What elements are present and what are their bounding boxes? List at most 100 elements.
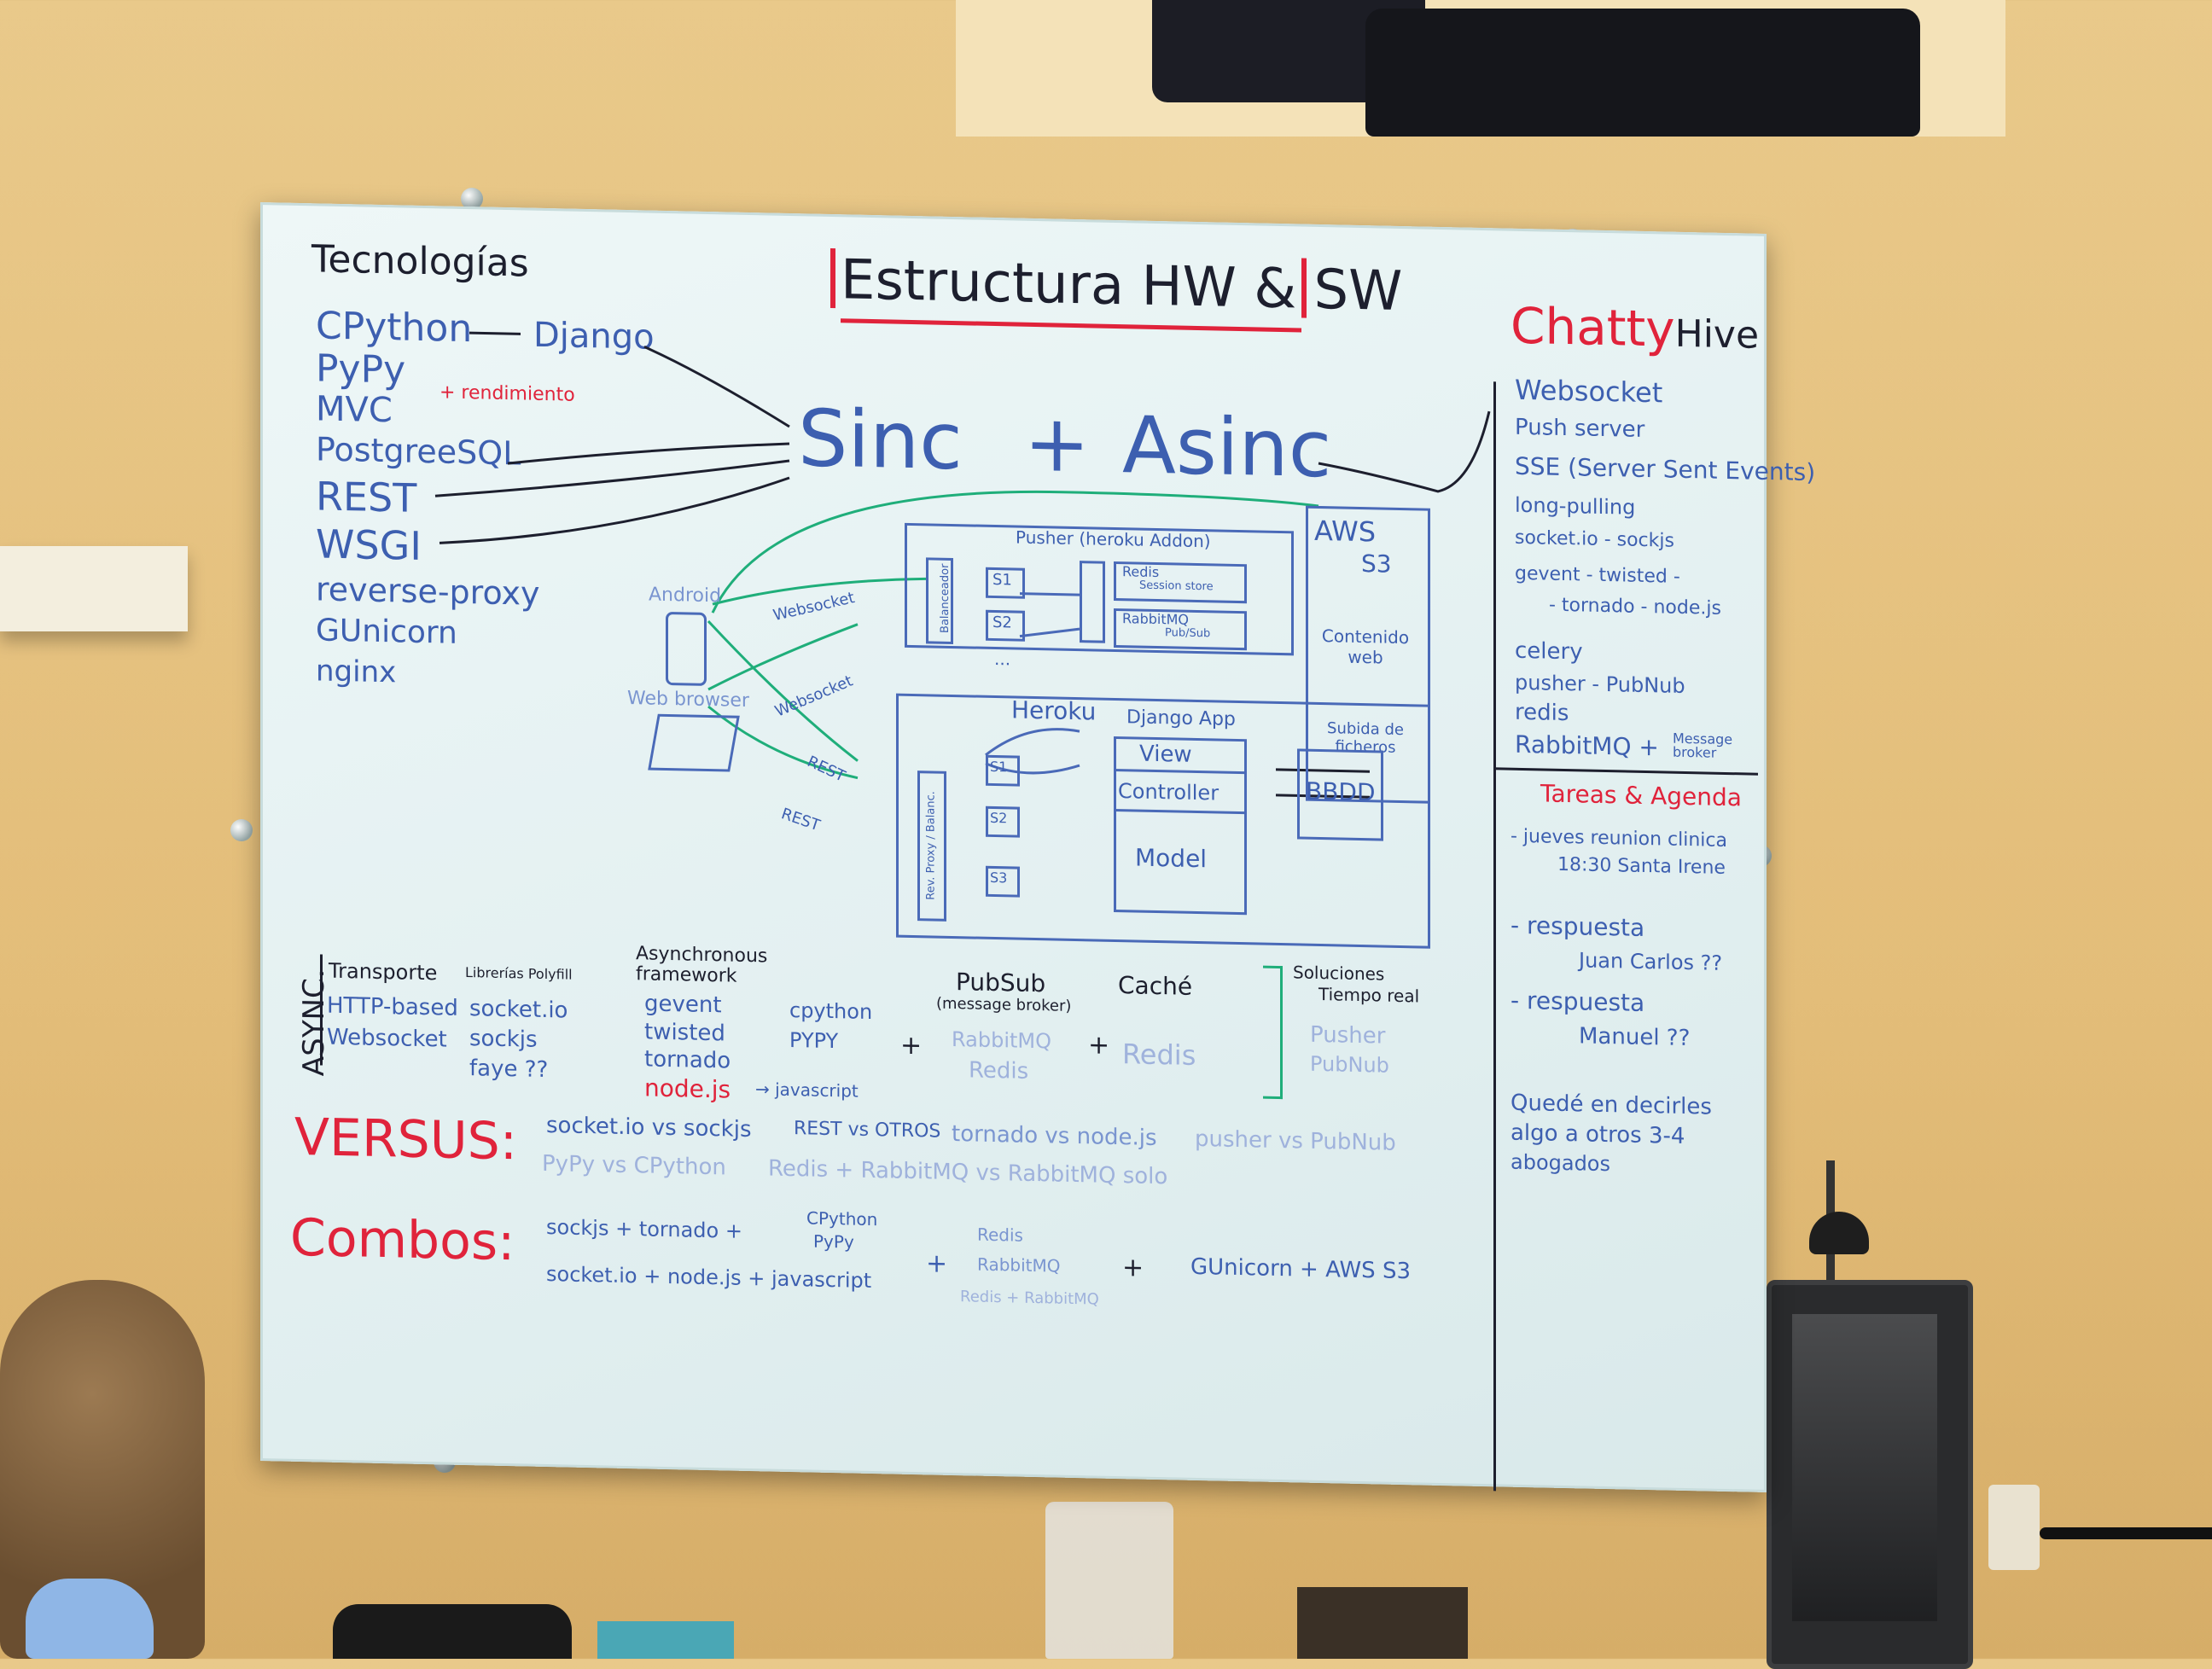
agenda-item: - jueves reunion clinica: [1511, 825, 1727, 852]
asinc-heading: Asinc: [1122, 399, 1332, 496]
versus-item: PyPy vs CPython: [542, 1150, 726, 1181]
right-list-item: RabbitMQ +: [1515, 730, 1659, 762]
bag-on-shelf: [1365, 9, 1920, 137]
aws-content-label: Contenido web: [1321, 625, 1410, 668]
wooden-box: [1297, 1587, 1468, 1659]
green-line-browser-pusher: [707, 623, 859, 691]
soluciones-heading: Soluciones: [1293, 962, 1385, 985]
combos-label: Combos:: [290, 1207, 515, 1273]
web-browser-label: Web browser: [627, 688, 749, 712]
framework-item: twisted: [644, 1019, 725, 1047]
arrow-postgres-sinc: [507, 442, 790, 465]
heroku-s1-label: S1: [990, 758, 1008, 776]
whiteboard: Estructura HW & SW ChattyHive Tecnología…: [260, 202, 1815, 1492]
screw-icon: [230, 819, 253, 841]
polyfill-heading: Librerías Polyfill: [465, 964, 573, 983]
right-list-item: - tornado - node.js: [1549, 594, 1721, 619]
agenda-item: Quedé en decirles: [1511, 1090, 1712, 1120]
pubsub-heading: PubSub: [956, 968, 1046, 998]
heroku-flow-2: [985, 762, 1080, 775]
combos-tail: GUnicorn + AWS S3: [1190, 1253, 1411, 1285]
green-line-android-heroku: [707, 619, 859, 762]
heroku-label: Heroku: [1011, 695, 1097, 726]
redis-box-label: Redis: [1122, 563, 1160, 581]
pubsub-sub: (message broker): [936, 994, 1072, 1015]
async-label: ASYNC.: [296, 968, 331, 1077]
redis-box-sub: Session store: [1139, 579, 1214, 594]
heroku-flow-1: [985, 728, 1080, 756]
framework-item: tornado: [644, 1046, 731, 1074]
nodejs-item: node.js: [644, 1073, 731, 1104]
pubsub-item: RabbitMQ: [952, 1026, 1051, 1054]
message-broker-note: Message broker: [1673, 730, 1733, 761]
polyfill-item: faye ??: [469, 1055, 549, 1084]
agenda-item: - respuesta: [1511, 910, 1645, 942]
green-line-top: [711, 490, 1319, 614]
versus-item: socket.io vs sockjs: [546, 1113, 752, 1143]
agenda-item: algo a otros 3-4: [1511, 1119, 1685, 1149]
aws-label: AWS: [1314, 514, 1377, 549]
arrow-right-list-asinc: [1318, 410, 1491, 493]
pusher-dots: ...: [994, 648, 1011, 670]
rabbit-box-label: RabbitMQ: [1122, 610, 1189, 628]
python-item: PYPY: [789, 1027, 839, 1054]
agenda-item: abogados: [1511, 1149, 1610, 1177]
connector-arrows: [434, 331, 1491, 799]
combos-broker: Redis + RabbitMQ: [960, 1288, 1099, 1309]
combos-python: CPython: [806, 1207, 878, 1230]
cache-heading: Caché: [1118, 971, 1193, 1001]
polyfill-item: socket.io: [469, 996, 568, 1024]
right-list-item: redis: [1515, 699, 1569, 727]
proxy-label: Rev. Proxy / Balanc.: [924, 790, 938, 900]
water-fountain-panel: [1792, 1314, 1937, 1621]
combos-row-1: sockjs + tornado +: [546, 1215, 742, 1243]
polyfill-item: sockjs: [469, 1026, 538, 1053]
combos-broker: Redis: [977, 1224, 1023, 1246]
right-list-item: Websocket: [1515, 373, 1663, 410]
transporte-item: HTTP-based: [327, 992, 458, 1021]
agenda-item: - respuesta: [1511, 986, 1645, 1017]
python-item: cpython: [789, 997, 873, 1025]
bbdd-label: BBDD: [1306, 776, 1376, 807]
right-list-item: celery: [1515, 637, 1583, 666]
async-plus-2: +: [1088, 1030, 1110, 1061]
power-cable: [2040, 1527, 2212, 1539]
laptop-icon: [648, 713, 740, 772]
arrow-rest-sinc: [434, 459, 790, 497]
right-column-divider: [1493, 381, 1496, 1492]
s3-label: S3: [1361, 550, 1392, 579]
soluciones-item: PubNub: [1310, 1051, 1389, 1078]
pusher-flow-1: [1020, 592, 1080, 596]
agenda-heading: Tareas & Agenda: [1540, 779, 1742, 812]
dark-object: [333, 1604, 572, 1659]
agenda-item: 18:30 Santa Irene: [1557, 853, 1726, 879]
pusher-router-box: [1080, 561, 1105, 643]
async-divider: [320, 954, 323, 1066]
versus-item: pusher vs PubNub: [1195, 1125, 1396, 1156]
right-list-item: long-pulling: [1515, 492, 1636, 520]
arrow-wsgi-sinc: [439, 476, 790, 544]
cache-item: Redis: [1122, 1038, 1196, 1072]
javascript-item: → javascript: [755, 1079, 859, 1102]
pusher-box-label: Pusher (heroku Addon): [1016, 526, 1211, 552]
sinc-plus: +: [1024, 397, 1091, 491]
arrow-django-sinc: [643, 346, 790, 428]
pusher-s1-label: S1: [992, 570, 1012, 590]
phone-icon: [666, 611, 707, 686]
plastic-cup: [1045, 1502, 1173, 1659]
agenda-item: Manuel ??: [1579, 1023, 1691, 1052]
versus-item: REST vs OTROS: [794, 1118, 941, 1143]
right-list-item: socket.io - sockjs: [1515, 526, 1674, 552]
view-label: View: [1139, 741, 1192, 768]
heroku-s2-label: S2: [990, 809, 1008, 827]
combos-broker: RabbitMQ: [977, 1253, 1061, 1276]
pubsub-item: Redis: [969, 1057, 1029, 1085]
arrow-bbdd-model: [1276, 794, 1370, 799]
baby-shoe: [26, 1579, 154, 1659]
android-label: Android: [649, 584, 722, 608]
transporte-heading: Transporte: [329, 958, 438, 986]
controller-label: Controller: [1118, 779, 1220, 805]
right-list-item: Push server: [1515, 414, 1645, 443]
pusher-flow-2: [1019, 627, 1080, 638]
green-bracket: [1263, 965, 1283, 1100]
